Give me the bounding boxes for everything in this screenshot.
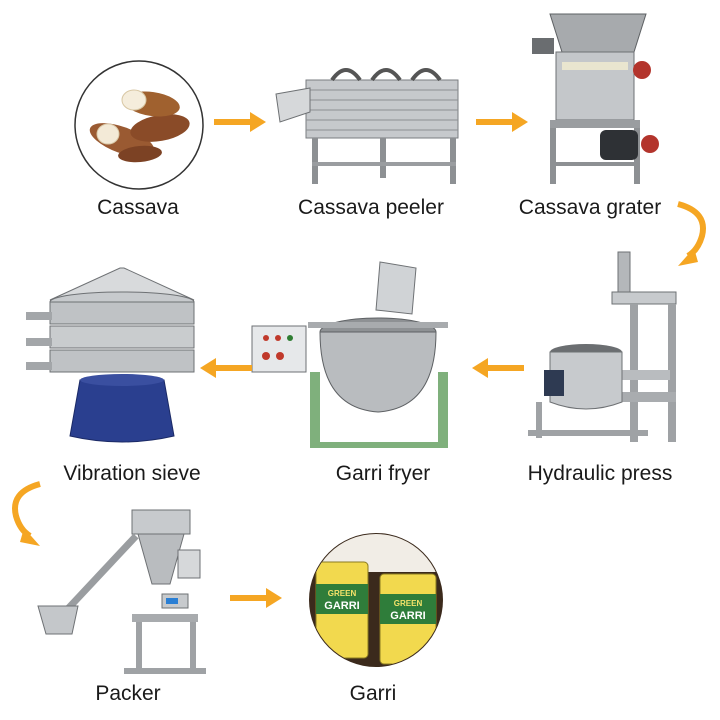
step-label: Cassava grater — [518, 196, 662, 219]
arrow-press-to-fryer — [472, 358, 524, 378]
bag-brand-text: GREEN — [328, 589, 357, 598]
step-label: Garri — [349, 682, 397, 705]
arrow-peeler-to-grater — [476, 112, 528, 132]
packer-machine-icon — [37, 509, 206, 674]
step-label: Cassava peeler — [298, 196, 444, 219]
step-label: Packer — [95, 682, 161, 705]
hydraulic-press-icon — [528, 251, 677, 442]
step-label: Hydraulic press — [527, 462, 673, 485]
bag-brand-text: GREEN — [394, 599, 423, 608]
peeler-machine-icon — [275, 68, 459, 184]
step-label: Cassava — [97, 196, 179, 219]
vibration-sieve-icon — [26, 267, 195, 443]
arrow-packer-to-garri — [230, 588, 282, 608]
step-label: Vibration sieve — [63, 462, 201, 485]
garri-bags-icon: GREEN GARRI GREEN GARRI — [309, 533, 443, 667]
arrow-cassava-to-peeler — [214, 112, 266, 132]
bag-product-text: GARRI — [324, 600, 359, 612]
fryer-machine-icon — [251, 261, 448, 448]
arrow-grater-to-press — [677, 201, 706, 266]
grater-machine-icon — [532, 13, 659, 184]
bag-product-text: GARRI — [390, 610, 425, 622]
step-label: Garri fryer — [335, 462, 431, 485]
arrow-sieve-to-packer — [12, 481, 41, 546]
arrow-fryer-to-sieve — [200, 358, 252, 378]
cassava-roots-icon — [74, 60, 204, 190]
